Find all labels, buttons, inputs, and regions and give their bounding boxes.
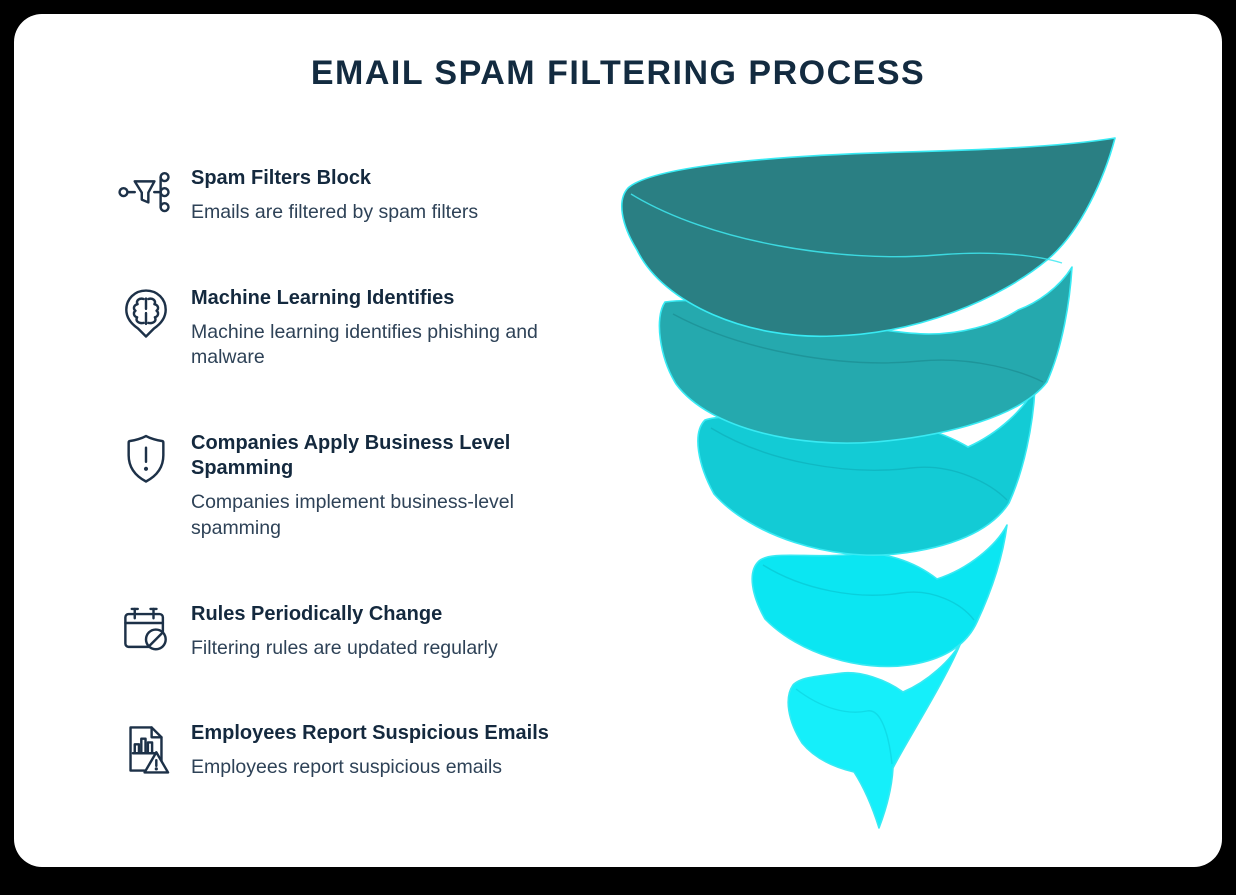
funnel-band-2-lip <box>672 313 1044 383</box>
funnel-band-1-lip <box>630 193 1063 264</box>
step-title: Companies Apply Business Level Spamming <box>191 432 511 480</box>
step-item-2: Machine Learning Identifies Machine lear… <box>116 284 616 371</box>
step-description: Filtering rules are updated regularly <box>191 636 498 659</box>
funnel-band-3-lip <box>710 427 1008 501</box>
step-text: Rules Periodically Change Filtering rule… <box>191 600 603 662</box>
calendar-blocked-icon <box>116 600 176 660</box>
page-title: EMAIL SPAM FILTERING PROCESS <box>310 54 926 92</box>
step-description: Employees report suspicious emails <box>191 756 503 779</box>
step-text: Machine Learning Identifies Machine lear… <box>191 284 603 371</box>
spiral-funnel-graphic <box>615 120 1135 840</box>
step-description: Machine learning identifies phishing and… <box>191 320 538 369</box>
funnel-band-4-lip <box>762 564 975 621</box>
funnel-band-5-lip <box>795 688 893 765</box>
infographic-card: EMAIL SPAM FILTERING PROCESS <box>14 14 1222 867</box>
suspicious-report-document-icon <box>116 719 176 779</box>
shield-alert-icon <box>116 429 176 489</box>
steps-list: Spam Filters Block Emails are filtered b… <box>116 164 616 839</box>
step-text: Employees Report Suspicious Emails Emplo… <box>191 719 603 781</box>
step-text: Spam Filters Block Emails are filtered b… <box>191 164 603 226</box>
step-title: Machine Learning Identifies <box>191 286 455 309</box>
step-item-3: Companies Apply Business Level Spamming … <box>116 429 616 541</box>
funnel-band-5 <box>787 639 963 829</box>
step-item-4: Rules Periodically Change Filtering rule… <box>116 600 616 662</box>
machine-learning-brain-pin-icon <box>116 284 176 344</box>
step-description: Companies implement business-level spamm… <box>191 491 514 539</box>
step-description: Emails are filtered by spam filters <box>191 201 479 223</box>
funnel-band-1 <box>621 137 1116 338</box>
step-title: Rules Periodically Change <box>191 602 443 625</box>
step-item-1: Spam Filters Block Emails are filtered b… <box>116 164 616 226</box>
step-item-5: Employees Report Suspicious Emails Emplo… <box>116 719 616 781</box>
step-title: Employees Report Suspicious Emails <box>191 722 549 745</box>
step-text: Companies Apply Business Level Spamming … <box>191 429 603 541</box>
step-title: Spam Filters Block <box>191 167 372 189</box>
spam-filter-funnel-icon <box>116 164 176 224</box>
